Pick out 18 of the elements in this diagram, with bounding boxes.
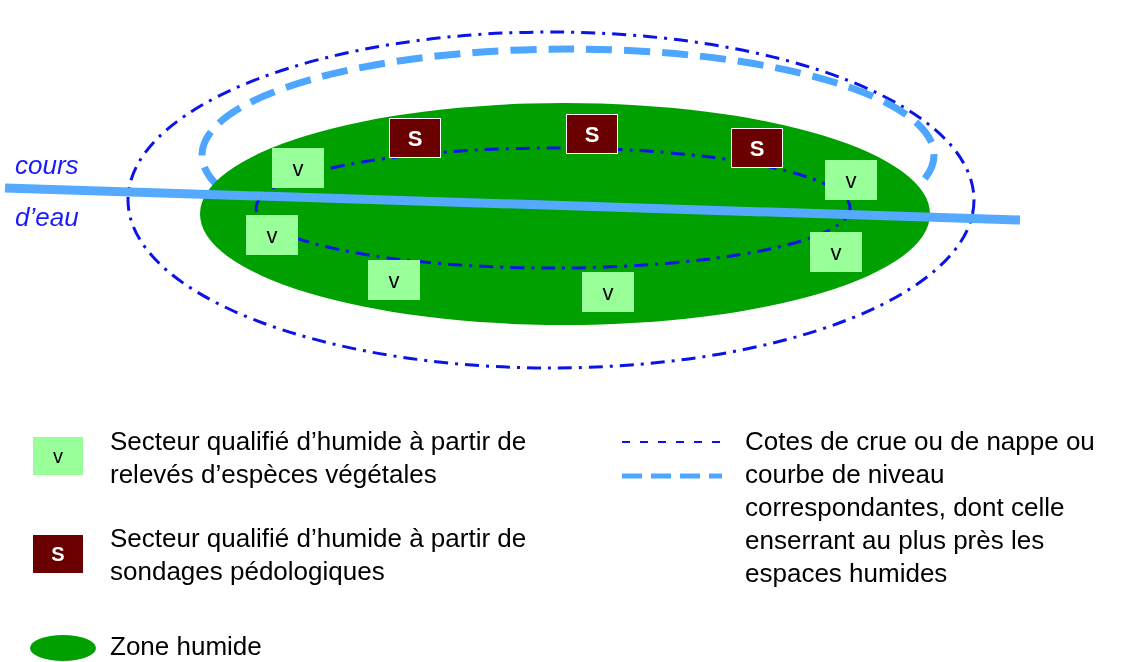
legend-text: Secteur qualifié d’humide à partir de sondages pédologiques (110, 522, 528, 588)
legend-text: Cotes de crue ou de nappe ou courbe de niveau correspondantes, dont celle enserrant au plus près les espaces humides (745, 425, 1096, 590)
legend-text: Zone humide (110, 632, 262, 661)
vegetation-sector-box: v (272, 148, 324, 188)
legend-text: Secteur qualifié d’humide à partir de relevés d’espèces végétales (110, 425, 528, 491)
vegetation-sector-box: v (368, 260, 420, 300)
soil-sector-box: S (389, 118, 441, 158)
river-label: cours (15, 149, 79, 182)
soil-sector-box: S (731, 128, 783, 168)
soil-sector-box: S (566, 114, 618, 154)
vegetation-sector-box: v (825, 160, 877, 200)
vegetation-sector-box: v (582, 272, 634, 312)
legend-swatch: S (33, 535, 83, 573)
legend-swatch: v (33, 437, 83, 475)
vegetation-sector-box: v (246, 215, 298, 255)
wetland-zone (200, 103, 930, 325)
vegetation-sector-box: v (810, 232, 862, 272)
river-label: d’eau (15, 201, 79, 234)
